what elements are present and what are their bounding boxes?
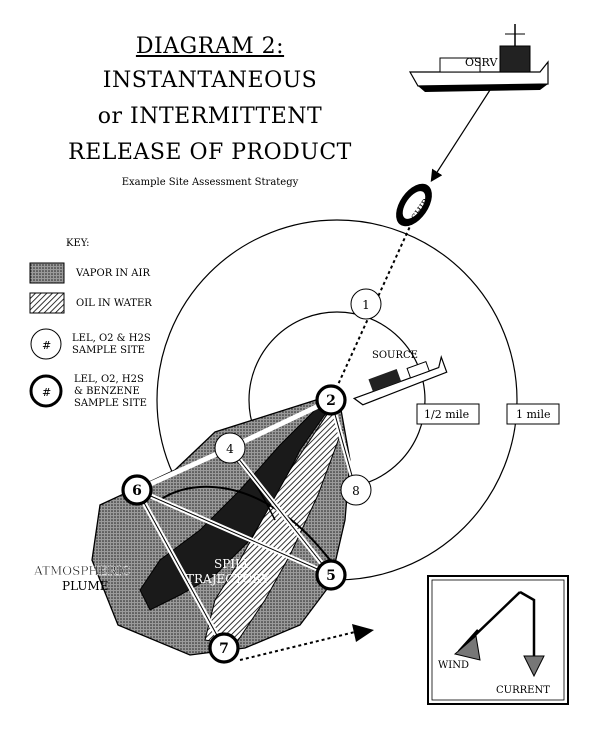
ship-icon [396,183,432,227]
sample-sites: 1 2 4 6 8 5 7 [121,288,382,664]
sample-site-7: 7 [208,632,240,664]
key-plain-site-glyph: # [42,339,51,352]
key-vapor-swatch [29,262,65,284]
key-bold-site-line-2: & BENZENE [74,386,140,397]
atmospheric-label-line-1: ATMOSPHERIC [33,564,131,578]
sample-site-number: 8 [352,484,360,498]
drift-dotted-arrow [239,631,356,661]
sample-site-circle [350,288,382,320]
key-bold-site-glyph: # [42,386,51,399]
source-label: SOURCE [372,350,418,361]
diagram-title-line-3: or INTERMITTENT [97,104,323,129]
sample-site-circle [208,632,240,664]
sample-site-circle [340,474,372,506]
wind-current-box [427,575,569,705]
osrv-vessel-icon [408,24,549,92]
key-oil-swatch [29,292,65,314]
key-bold-site-line-1: LEL, O2, H2S [74,374,144,385]
spill-label-line-1: SPILL [214,557,251,571]
sample-site-5: 5 [315,559,347,591]
sample-site-4: 4 [214,432,246,464]
diagram-subtitle: Example Site Assessment Strategy [121,177,299,188]
sample-site-2: 2 [315,384,347,416]
sample-site-8: 8 [340,474,372,506]
atmospheric-label-line-2: PLUME [62,579,109,593]
sample-site-number: 1 [362,298,370,312]
sample-site-circle [315,559,347,591]
key-bold-site-symbol [29,374,63,408]
key-oil-label: OIL IN WATER [76,298,152,309]
diagram-title-line-1: DIAGRAM 2: [135,34,285,59]
osrv-label: OSRV [465,56,498,69]
key-heading: KEY: [66,238,90,249]
diagram-title-line-2: INSTANTANEOUS [102,68,318,93]
sample-site-number: 6 [132,483,142,499]
key-plain-site-line-2: SAMPLE SITE [72,345,145,356]
sample-site-number: 7 [219,641,229,657]
sample-site-number: 4 [226,442,234,456]
sample-site-circle [214,432,246,464]
plume-swirl-line [159,485,331,561]
sample-site-1: 1 [350,288,382,320]
one-mile-box [506,403,560,425]
half-mile-label: 1/2 mile [424,408,469,421]
wind-label: WIND [438,660,469,671]
key-vapor-label: VAPOR IN AIR [76,268,150,279]
diagram-title-line-4: RELEASE OF PRODUCT [68,140,352,165]
osrv-to-ship-arrow [430,89,491,183]
drift-arrowhead [352,624,374,642]
key-bold-site-line-3: SAMPLE SITE [74,398,147,409]
sample-site-number: 2 [326,393,336,409]
sample-site-6: 6 [121,474,153,506]
current-label: CURRENT [496,685,550,696]
key-plain-site-symbol [30,328,62,360]
one-mile-label: 1 mile [516,408,550,421]
spill-label-line-2: TRAJECTORY [186,572,270,586]
sample-site-circle [121,474,153,506]
sample-site-circle [315,384,347,416]
sample-site-number: 5 [326,568,336,584]
source-vessel-icon [352,355,448,406]
half-mile-box [416,403,480,425]
key-plain-site-line-1: LEL, O2 & H2S [72,333,151,344]
